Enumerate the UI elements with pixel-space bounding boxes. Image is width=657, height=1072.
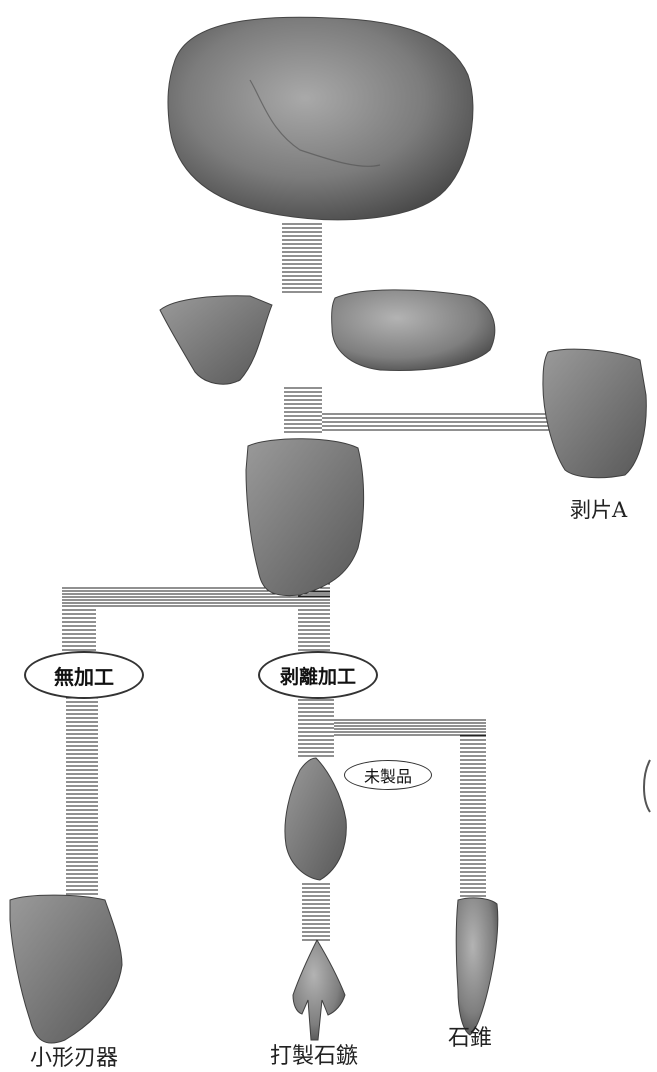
flake-center [246,439,364,596]
core-remnant [332,290,495,371]
finished-arrowhead [293,940,345,1040]
small-blade-label: 小形刃器 [30,1040,118,1072]
stone-drill [456,898,498,1035]
unfinished-label: 未製品 [364,763,412,787]
oval-unfinished: 未製品 [344,760,432,790]
unfinished-arrowhead [285,758,346,880]
oval-no-processing: 無加工 [24,651,144,699]
flaking-processing-label: 剥離加工 [280,662,356,689]
small-blade-tool [10,895,122,1043]
flake-a-label: 剥片A [570,494,627,524]
no-processing-label: 無加工 [54,661,114,690]
flake-a [543,349,646,478]
drill-label: 石錐 [448,1020,492,1052]
oval-flaking-processing: 剥離加工 [258,651,378,699]
flake-left [160,296,272,384]
edge-mark [644,760,650,812]
core-stone [168,17,473,220]
arrowhead-label: 打製石鏃 [270,1038,358,1070]
